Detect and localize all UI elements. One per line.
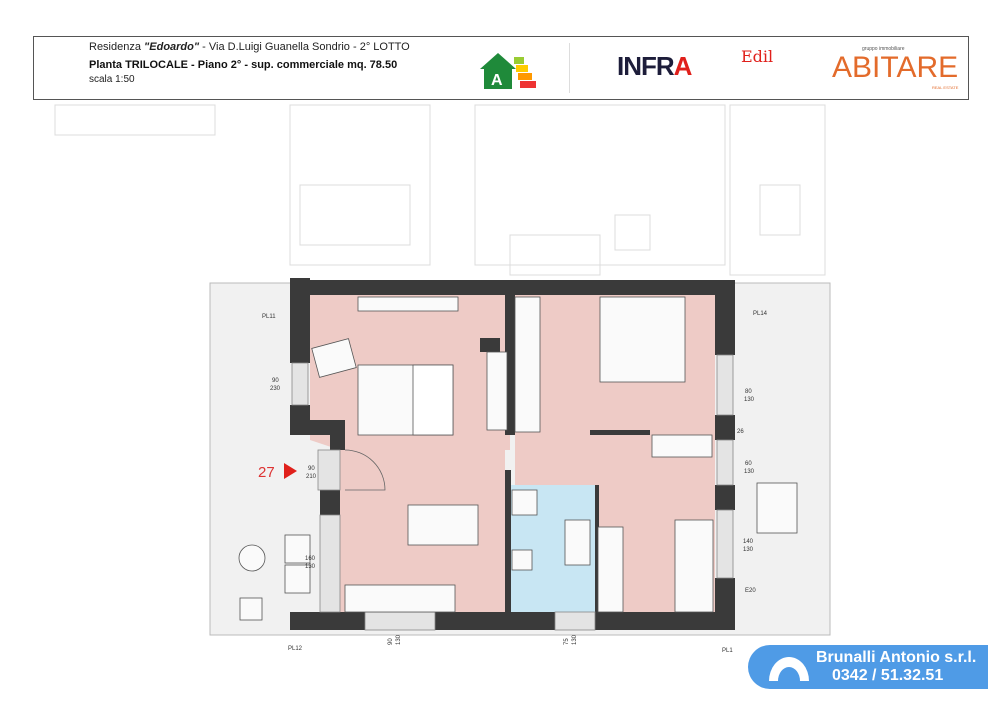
opening-width: 160	[305, 556, 316, 562]
opening-height: 210	[306, 474, 317, 480]
dome-logo-icon	[769, 657, 809, 681]
opening-height: 130	[396, 634, 402, 645]
opening-height: 130	[744, 469, 755, 475]
opening-width: 90	[388, 638, 394, 645]
opening-width: 75	[564, 638, 570, 645]
abitare-logo: ABITARE	[832, 51, 959, 84]
pillar-label: PL1	[722, 648, 733, 654]
scale: scala 1:50	[89, 74, 135, 85]
divider	[569, 43, 570, 93]
abitare-subtitle: REAL ESTATE	[932, 85, 959, 90]
windows[interactable]	[291, 354, 734, 631]
pillar-label: PL11	[262, 314, 276, 320]
opening-width: 90	[272, 378, 279, 384]
abitare-tagline: gruppo immobiliare	[862, 46, 905, 52]
svg-text:A: A	[491, 72, 503, 89]
opening-width: 90	[308, 466, 315, 472]
pillar-label: PL14	[753, 311, 768, 317]
apartment-number: 27	[258, 464, 275, 481]
tag-label: 26	[737, 429, 744, 435]
opening-height: 130	[572, 634, 578, 645]
opening-height: 130	[305, 564, 316, 570]
infraedil-logo: INFRA	[617, 51, 692, 81]
infraedil-logo-edil: Edil	[741, 47, 774, 66]
opening-width: 140	[743, 539, 754, 545]
opening-height: 230	[270, 386, 281, 392]
agency-banner: Brunalli Antonio s.r.l. 0342 / 51.32.51	[748, 645, 988, 689]
opening-width: 60	[745, 461, 752, 467]
walls	[290, 278, 735, 630]
furniture	[238, 296, 798, 621]
address: - Via D.Luigi Guanella Sondrio - 2° LOTT…	[199, 41, 410, 53]
tag-label: E20	[745, 588, 756, 594]
upper-floor-ghost	[54, 104, 826, 276]
opening-height: 130	[744, 397, 755, 403]
entrance-arrow-icon	[284, 463, 297, 479]
project-title: Residenza "Edoardo" - Via D.Luigi Guanel…	[89, 41, 410, 53]
agency-phone: 0342 / 51.32.51	[832, 667, 944, 684]
title-prefix: Residenza	[89, 41, 145, 53]
title-block: Residenza "Edoardo" - Via D.Luigi Guanel…	[33, 36, 969, 100]
residence-name: "Edoardo"	[144, 41, 200, 53]
energy-class-logo: A	[480, 53, 536, 89]
opening-width: 80	[745, 389, 752, 395]
agency-name: Brunalli Antonio s.r.l.	[816, 649, 977, 666]
plan-description: Planta TRILOCALE - Piano 2° - sup. comme…	[89, 59, 398, 71]
pillar-label: PL12	[288, 646, 303, 652]
entrance-door[interactable]	[344, 449, 386, 491]
opening-height: 130	[743, 547, 754, 553]
